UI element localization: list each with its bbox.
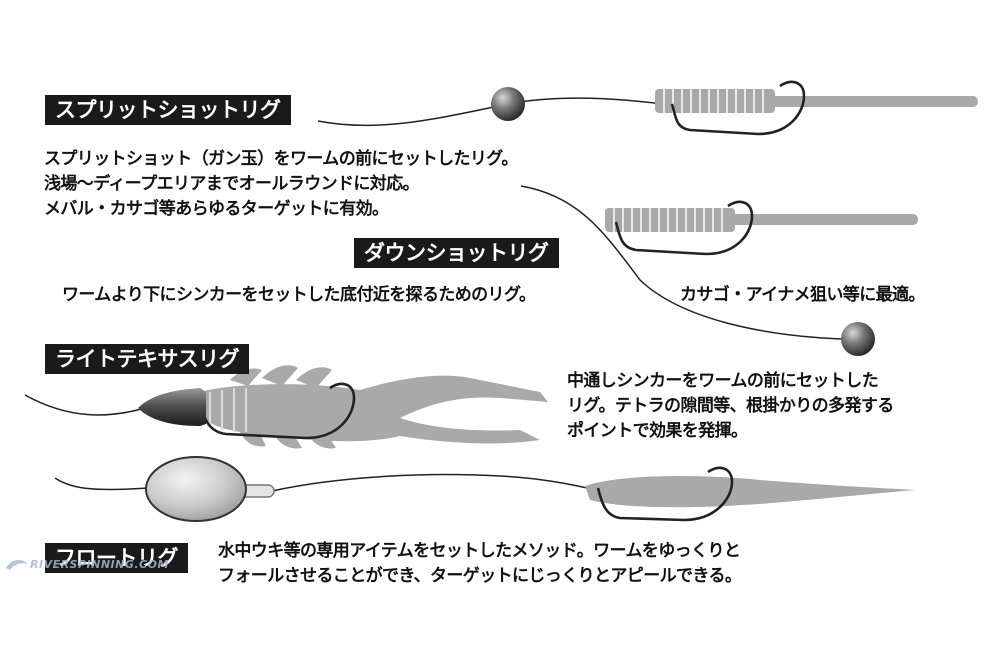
down-shot-rig-title: ダウンショットリグ	[354, 238, 559, 268]
float-line-left	[54, 477, 149, 491]
down-shot-rig-description: ワームより下にシンカーをセットした底付近を探るためのリグ。	[62, 283, 536, 308]
split-shot-rig-description: スプリットショット（ガン玉）をワームの前にセットしたリグ。 浅場〜ディープエリア…	[44, 147, 518, 222]
hook-icon	[670, 80, 806, 136]
description-line: カサゴ・アイナメ狙い等に最適。	[680, 285, 925, 305]
description-line: メバル・カサゴ等あらゆるターゲットに有効。	[44, 199, 389, 219]
hook-icon	[614, 200, 754, 256]
down-shot-worm-ribs	[605, 208, 735, 232]
watermark-logo-icon	[6, 559, 28, 570]
light-texas-rig-illustration	[24, 365, 548, 449]
light-texas-rig-description: 中通しシンカーをワームの前にセットした リグ。テトラの隙間等、根掛かりの多発する…	[567, 369, 894, 444]
description-line: フォールさせることができ、ターゲットにじっくりとアピールできる。	[218, 566, 742, 586]
float-rig-illustration	[54, 456, 915, 522]
split-shot-rig-title: スプリットショットリグ	[45, 95, 291, 125]
float-line-right	[271, 473, 597, 492]
texas-line	[24, 394, 146, 416]
bullet-sinker-icon	[138, 388, 206, 426]
sinker-ball-icon	[491, 87, 525, 121]
float-icon	[145, 456, 247, 522]
down-shot-rig-description-extra: カサゴ・アイナメ狙い等に最適。	[680, 283, 925, 308]
hook-icon	[198, 382, 356, 440]
description-line: 中通しシンカーをワームの前にセットした	[567, 371, 879, 391]
split-shot-rig-illustration	[317, 80, 978, 136]
description-line: 水中ウキ等の専用アイテムをセットしたメソッド。ワームをゆっくりと	[218, 541, 741, 561]
float-worm	[585, 476, 915, 508]
description-line: リグ。テトラの隙間等、根掛かりの多発する	[567, 396, 894, 416]
description-line: ワームより下にシンカーをセットした底付近を探るためのリグ。	[62, 285, 536, 305]
down-shot-rig-illustration	[520, 185, 918, 356]
light-texas-rig-title: ライトテキサスリグ	[45, 344, 250, 374]
watermark: RIVERSPINNING.COM	[30, 558, 169, 571]
sinker-ball-icon	[841, 322, 875, 356]
description-line: 浅場〜ディープエリアまでオールラウンドに対応。	[44, 174, 420, 194]
description-line: スプリットショット（ガン玉）をワームの前にセットしたリグ。	[44, 149, 518, 169]
float-rig-description: 水中ウキ等の専用アイテムをセットしたメソッド。ワームをゆっくりと フォールさせる…	[218, 539, 742, 589]
hook-icon	[596, 466, 734, 522]
description-line: ポイントで効果を発揮。	[567, 421, 748, 441]
float-rig-title: フロートリグ	[45, 543, 188, 573]
down-shot-line	[520, 185, 843, 340]
